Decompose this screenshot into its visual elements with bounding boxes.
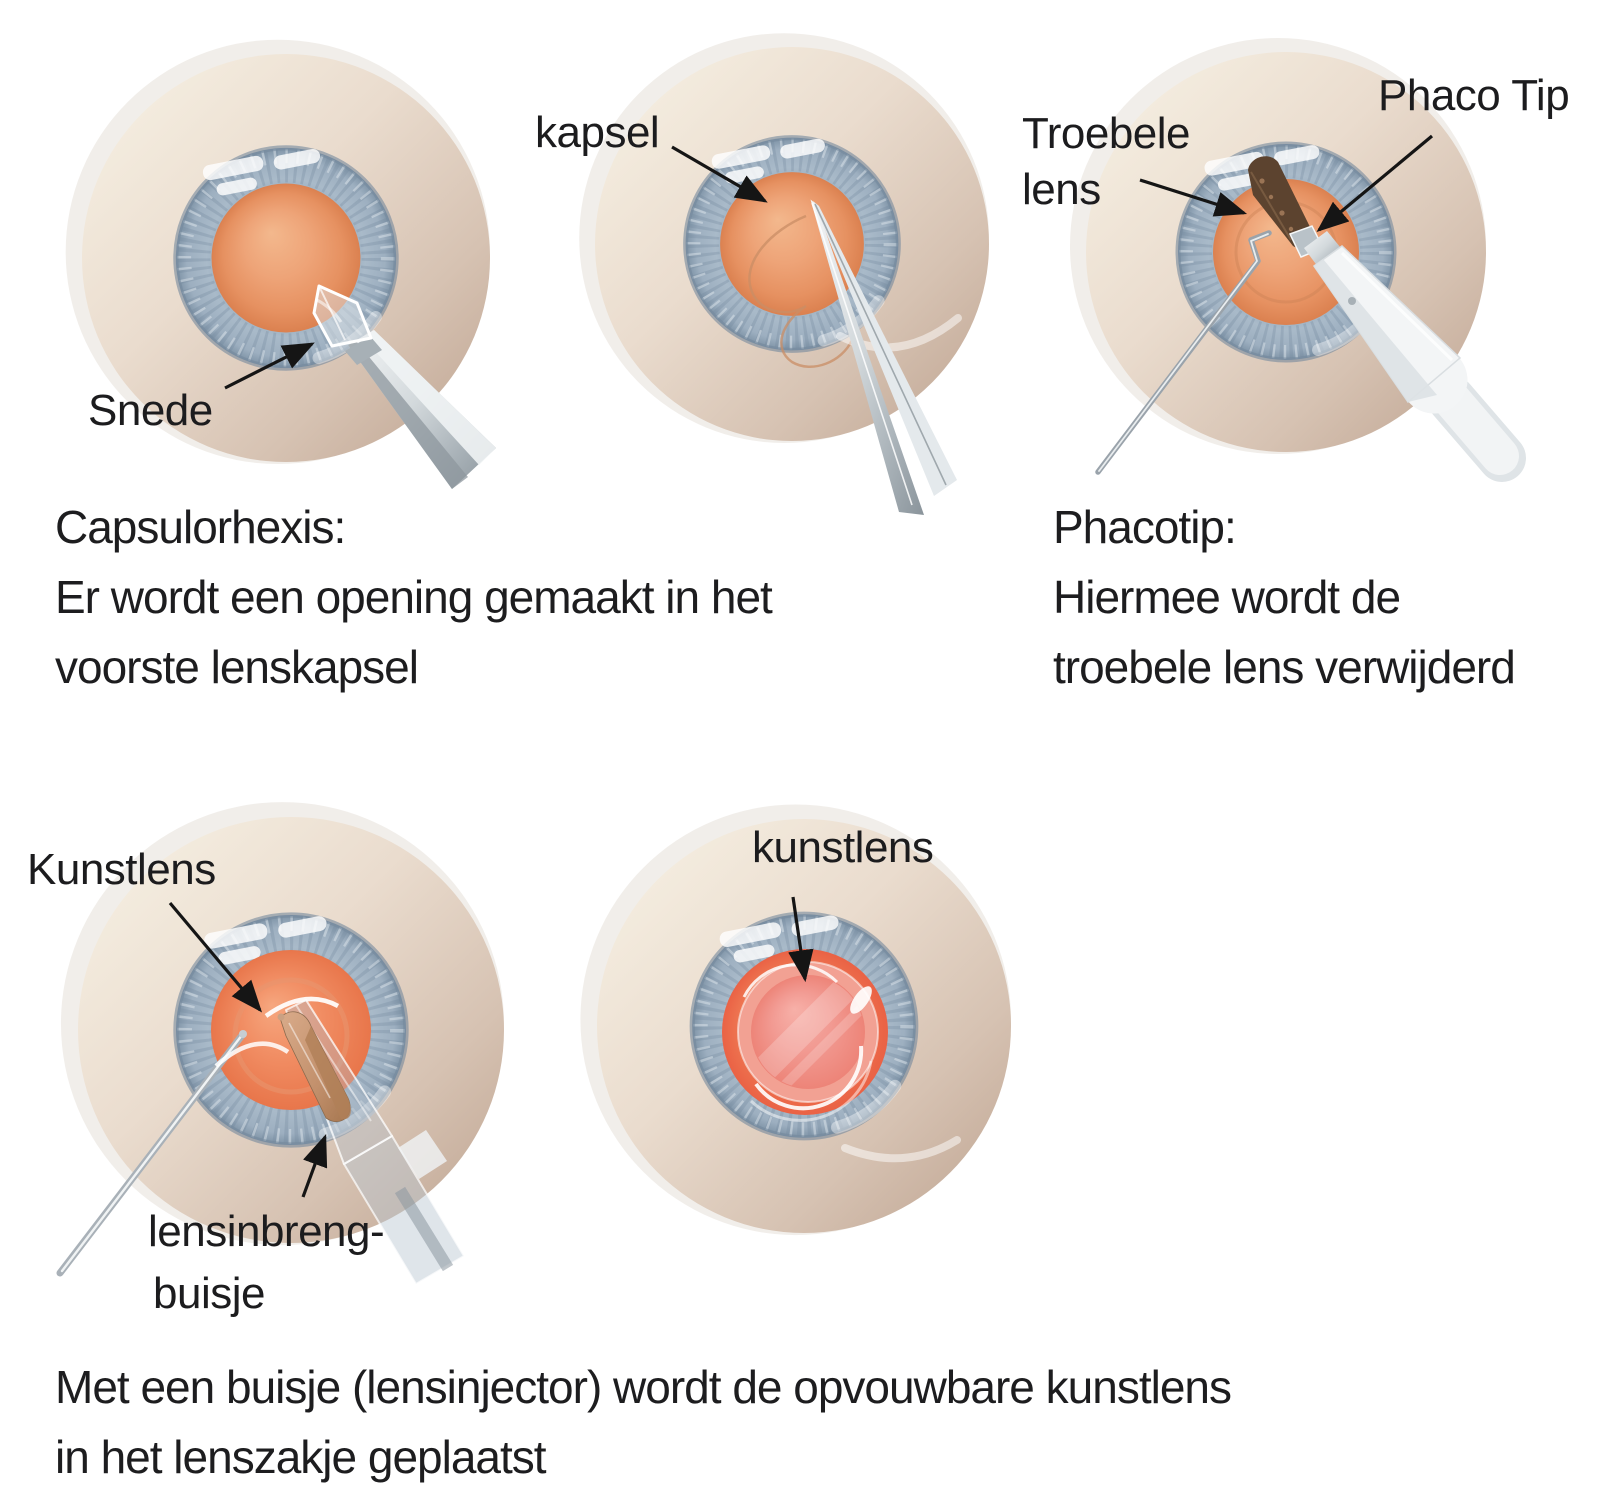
kunstlens-implanted-arrow bbox=[788, 896, 814, 983]
lens-haptic-upper bbox=[264, 996, 340, 1018]
caption-injector: Met een buisje (lensinjector) wordt de o… bbox=[55, 1352, 1232, 1492]
panel-implanted-lens bbox=[580, 805, 1011, 1236]
injector-joint bbox=[398, 1130, 447, 1179]
phaco-handpiece bbox=[1288, 225, 1526, 482]
caption-phacotip-title: Phacotip: bbox=[1053, 501, 1237, 553]
chopper-instrument bbox=[1095, 230, 1272, 475]
keratome-blade bbox=[312, 284, 373, 348]
lens-injector bbox=[277, 999, 466, 1286]
kunstlens-arrow bbox=[168, 901, 263, 1013]
lens-haptic-lower bbox=[214, 1041, 290, 1068]
artificial-lens bbox=[737, 961, 879, 1122]
caption-capsulorhexis: Capsulorhexis: Er wordt een opening gema… bbox=[55, 492, 773, 702]
panel-phaco bbox=[1070, 38, 1526, 482]
label-phaco-tip: Phaco Tip bbox=[1378, 71, 1570, 120]
kapsel-arrow bbox=[671, 145, 768, 203]
lens-glint bbox=[850, 986, 872, 1014]
panel-incision bbox=[66, 40, 496, 489]
caption-injector-line1: Met een buisje (lensinjector) wordt de o… bbox=[55, 1361, 1232, 1413]
capsulorhexis-forceps bbox=[810, 199, 957, 515]
phaco-tip-arrow bbox=[1316, 134, 1434, 233]
label-kapsel: kapsel bbox=[535, 108, 660, 157]
label-lensinbreng-line2: buisje bbox=[153, 1269, 265, 1318]
caption-phacotip-line1: Hiermee wordt de bbox=[1053, 571, 1401, 623]
label-troebele-lens-line2: lens bbox=[1022, 165, 1101, 214]
caption-phacotip-line2: troebele lens verwijderd bbox=[1053, 641, 1516, 693]
caption-capsulorhexis-title: Capsulorhexis: bbox=[55, 501, 346, 553]
label-lensinbreng-line1: lensinbreng- bbox=[148, 1207, 385, 1256]
keratome-knife bbox=[312, 284, 496, 489]
troebele-lens-arrow bbox=[1139, 178, 1248, 217]
spatula-instrument bbox=[56, 1030, 247, 1277]
label-kunstlens-injector: Kunstlens bbox=[27, 845, 216, 894]
label-kunstlens-implanted: kunstlens bbox=[752, 823, 934, 872]
buisje-arrow bbox=[301, 1133, 328, 1198]
caption-phacotip: Phacotip: Hiermee wordt de troebele lens… bbox=[1053, 492, 1516, 702]
label-snede: Snede bbox=[88, 386, 213, 435]
capsule-flap-edge bbox=[748, 214, 854, 368]
incision-mark bbox=[316, 298, 343, 323]
caption-injector-line2: in het lenszakje geplaatst bbox=[55, 1431, 547, 1483]
label-troebele-lens-line1: Troebele bbox=[1022, 109, 1191, 158]
panel-capsulorhexis bbox=[579, 33, 989, 515]
caption-capsulorhexis-line2: voorste lenskapsel bbox=[55, 641, 419, 693]
cataract-debris bbox=[1248, 156, 1313, 249]
snede-arrow bbox=[224, 342, 315, 390]
panel-injector bbox=[56, 802, 504, 1286]
caption-capsulorhexis-line1: Er wordt een opening gemaakt in het bbox=[55, 571, 773, 623]
